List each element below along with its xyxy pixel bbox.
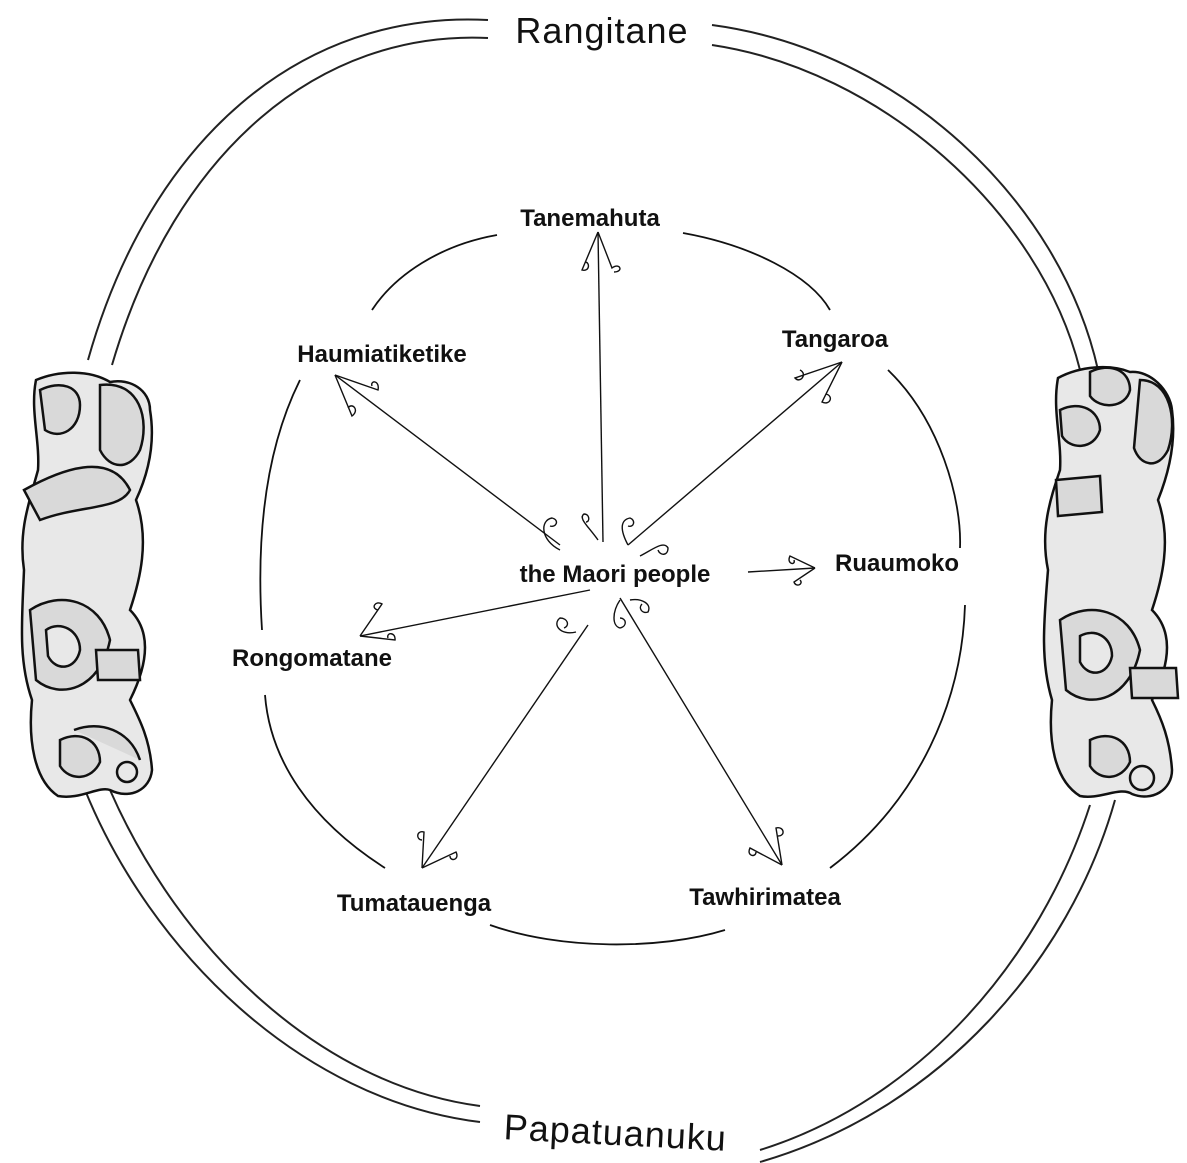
- label-rongomatane: Rongomatane: [232, 645, 392, 672]
- arrow-tumatauenga: [422, 625, 588, 868]
- arrow-tawhirimatea: [620, 598, 782, 865]
- label-tawhirimatea: Tawhirimatea: [689, 884, 841, 911]
- koru-arrowhead-icon: [582, 232, 598, 270]
- koru-arrowhead-icon: [776, 828, 783, 865]
- arrow-tangaroa: [628, 362, 842, 545]
- relationship-arrows: [335, 232, 842, 868]
- koru-arrowhead-icon: [789, 556, 815, 568]
- arrow-ruaumoko: [748, 568, 815, 572]
- right-carving: [1044, 367, 1178, 797]
- koru-arrowhead-icon: [335, 375, 378, 390]
- koru-mark-icon: [557, 618, 576, 633]
- arrow-rongomatane: [360, 590, 590, 636]
- label-ruaumoko: Ruaumoko: [835, 550, 959, 577]
- left-carving: [22, 373, 152, 797]
- koru-arrowhead-icon: [418, 832, 424, 868]
- koru-arrowhead-icon: [794, 568, 815, 585]
- label-papatuanuku: Papatuanuku: [503, 1106, 728, 1159]
- arrow-haumiatiketike: [335, 375, 560, 545]
- koru-mark-icon: [640, 545, 668, 556]
- label-tanemahuta: Tanemahuta: [520, 205, 660, 232]
- label-tumatauenga: Tumatauenga: [337, 890, 492, 917]
- label-rangitane: Rangitane: [515, 10, 688, 51]
- koru-arrowhead-icon: [360, 603, 382, 636]
- label-tangaroa: Tangaroa: [782, 326, 889, 353]
- outer-ring: [85, 19, 1115, 1162]
- koru-arrowhead-icon: [598, 232, 620, 272]
- label-center: the Maori people: [520, 561, 711, 588]
- koru-mark-icon: [630, 600, 649, 613]
- koru-mark-icon: [582, 514, 598, 540]
- arrow-tanemahuta: [598, 232, 603, 542]
- label-haumiatiketike: Haumiatiketike: [297, 341, 466, 368]
